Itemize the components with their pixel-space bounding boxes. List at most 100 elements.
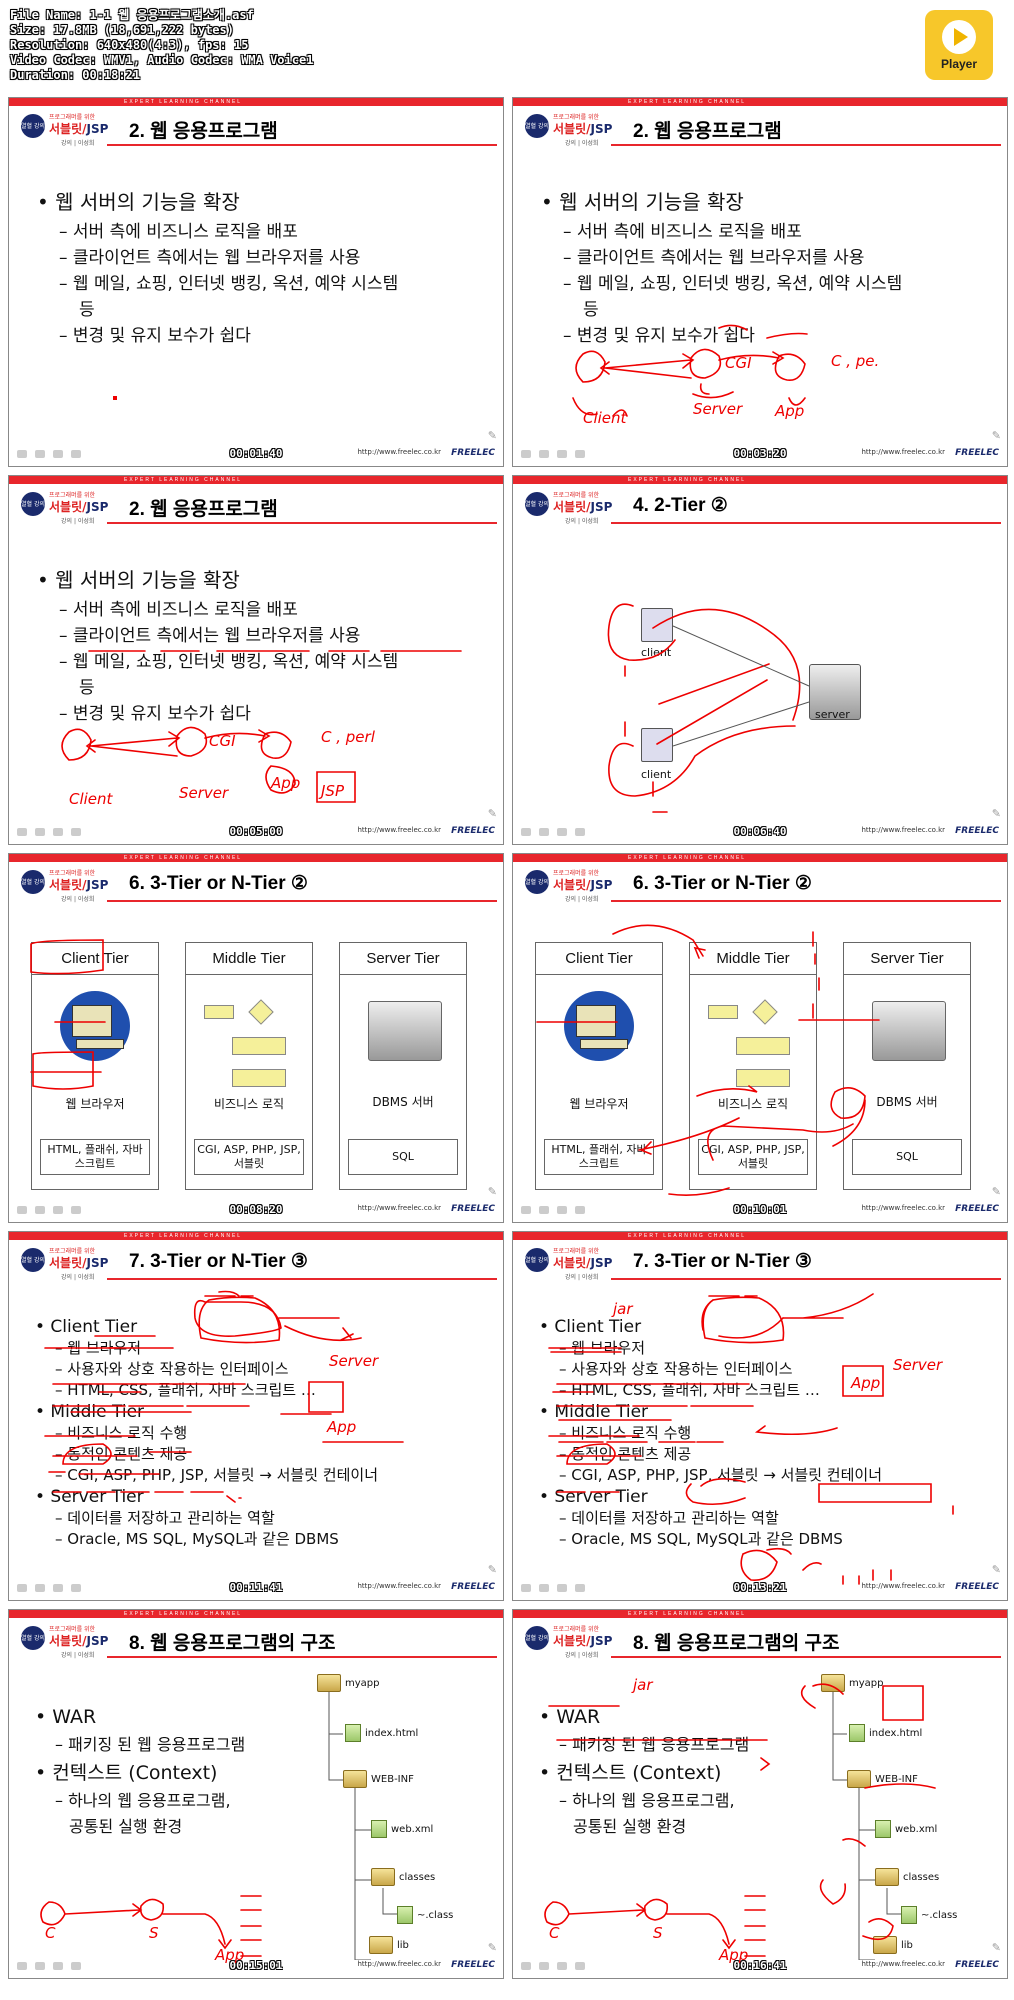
menu-icon[interactable] (557, 1584, 567, 1592)
bullet-item: • 웹 서버의 기능을 확장 (37, 190, 240, 214)
slide-thumbnail[interactable]: EXPERT LEARNING CHANNEL 열혈 강의 프로그래머를 위한 … (8, 97, 504, 467)
slide-thumbnail[interactable]: EXPERT LEARNING CHANNEL 열혈 강의 프로그래머를 위한 … (8, 853, 504, 1223)
prev-icon[interactable] (521, 828, 531, 836)
slide-thumbnail[interactable]: EXPERT LEARNING CHANNEL 열혈 강의 프로그래머를 위한 … (8, 475, 504, 845)
slide-thumbnail[interactable]: EXPERT LEARNING CHANNEL 열혈 강의 프로그래머를 위한 … (8, 1231, 504, 1601)
next-icon[interactable] (71, 450, 81, 458)
logo-brand: 서블릿/JSP (49, 876, 108, 893)
pen-icon[interactable] (35, 450, 45, 458)
pen-icon[interactable] (539, 450, 549, 458)
logo-brand: 서블릿/JSP (49, 120, 108, 137)
next-icon[interactable] (71, 828, 81, 836)
prev-icon[interactable] (17, 1962, 27, 1970)
prev-icon[interactable] (521, 1584, 531, 1592)
slide-thumbnail[interactable]: EXPERT LEARNING CHANNEL 열혈 강의 프로그래머를 위한 … (512, 1231, 1008, 1601)
menu-icon[interactable] (53, 828, 63, 836)
logo-brand: 서블릿/JSP (553, 876, 612, 893)
menu-icon[interactable] (53, 1584, 63, 1592)
timestamp: 00:03:20 (733, 447, 787, 460)
pen-icon[interactable] (35, 828, 45, 836)
next-icon[interactable] (71, 1962, 81, 1970)
logo-brand: 서블릿/JSP (49, 1254, 108, 1271)
logo-brand-text: 서블릿/ (553, 878, 591, 892)
menu-icon[interactable] (557, 450, 567, 458)
next-icon[interactable] (71, 1206, 81, 1214)
annotate-icon[interactable]: ✎ (487, 1185, 497, 1198)
annotate-icon[interactable]: ✎ (487, 429, 497, 442)
slide-thumbnail[interactable]: EXPERT LEARNING CHANNEL 열혈 강의 프로그래머를 위한 … (512, 97, 1008, 467)
server-icon (368, 1001, 442, 1061)
annotate-icon[interactable]: ✎ (487, 1941, 497, 1954)
pen-icon[interactable] (539, 1206, 549, 1214)
slide-thumbnail[interactable]: EXPERT LEARNING CHANNEL 열혈 강의 프로그래머를 위한 … (512, 853, 1008, 1223)
slide-nav[interactable] (17, 1962, 81, 1970)
logo-author: 강의 | 이성희 (61, 896, 95, 903)
menu-icon[interactable] (557, 828, 567, 836)
slide-nav[interactable] (521, 450, 585, 458)
next-icon[interactable] (575, 828, 585, 836)
slide-thumbnail[interactable]: EXPERT LEARNING CHANNEL 열혈 강의 프로그래머를 위한 … (8, 1609, 504, 1979)
bullet-item: • Server Tier (35, 1487, 144, 1507)
pen-icon[interactable] (539, 828, 549, 836)
player-button[interactable]: Player (925, 10, 993, 80)
annotate-icon[interactable]: ✎ (991, 1941, 1001, 1954)
slide-topbar (513, 476, 1007, 484)
logo-tagline: 프로그래머를 위한 (553, 492, 600, 499)
slide-nav[interactable] (521, 828, 585, 836)
slide-nav[interactable] (521, 1962, 585, 1970)
menu-icon[interactable] (557, 1962, 567, 1970)
slide-nav[interactable] (521, 1584, 585, 1592)
slide-thumbnail[interactable]: EXPERT LEARNING CHANNEL 열혈 강의 프로그래머를 위한 … (512, 475, 1008, 845)
slide-nav[interactable] (17, 828, 81, 836)
next-icon[interactable] (575, 1206, 585, 1214)
svg-text:C , pe.: C , pe. (831, 352, 879, 370)
slide-nav[interactable] (17, 1206, 81, 1214)
sub-bullet-item: – 서버 측에 비즈니스 로직을 배포 (59, 222, 298, 242)
pen-icon[interactable] (35, 1962, 45, 1970)
pen-icon[interactable] (35, 1206, 45, 1214)
slide-thumbnail[interactable]: EXPERT LEARNING CHANNEL 열혈 강의 프로그래머를 위한 … (512, 1609, 1008, 1979)
annotate-icon[interactable]: ✎ (487, 807, 497, 820)
svg-text:C , perl: C , perl (321, 728, 376, 746)
annotate-icon[interactable]: ✎ (991, 807, 1001, 820)
prev-icon[interactable] (521, 450, 531, 458)
prev-icon[interactable] (521, 1962, 531, 1970)
pen-icon[interactable] (539, 1962, 549, 1970)
channel-label: EXPERT LEARNING CHANNEL (124, 1611, 243, 1617)
pen-icon[interactable] (539, 1584, 549, 1592)
slide-nav[interactable] (521, 1206, 585, 1214)
logo-brand-text: 서블릿/ (553, 122, 591, 136)
menu-icon[interactable] (53, 1962, 63, 1970)
prev-icon[interactable] (17, 1206, 27, 1214)
svg-text:JSP: JSP (318, 782, 345, 800)
next-icon[interactable] (71, 1584, 81, 1592)
logo-badge: 열혈 강의 (21, 1626, 45, 1650)
svg-text:C: C (45, 1924, 56, 1942)
footer-url: http://www.freelec.co.kr (357, 826, 442, 834)
footer-brand: FREELEC (955, 1204, 999, 1214)
logo-tagline: 프로그래머를 위한 (49, 114, 96, 121)
logo-brand-text: 서블릿/ (49, 500, 87, 514)
next-icon[interactable] (575, 450, 585, 458)
slide-topbar (9, 1232, 503, 1240)
next-icon[interactable] (575, 1962, 585, 1970)
annotate-icon[interactable]: ✎ (487, 1563, 497, 1576)
menu-icon[interactable] (53, 1206, 63, 1214)
timestamp: 00:11:41 (229, 1581, 283, 1594)
title-underline (107, 1656, 497, 1658)
slide-nav[interactable] (17, 1584, 81, 1592)
next-icon[interactable] (575, 1584, 585, 1592)
logo-author: 강의 | 이성희 (565, 518, 599, 525)
slide-nav[interactable] (17, 450, 81, 458)
menu-icon[interactable] (53, 450, 63, 458)
prev-icon[interactable] (17, 828, 27, 836)
annotate-icon[interactable]: ✎ (991, 1563, 1001, 1576)
prev-icon[interactable] (521, 1206, 531, 1214)
logo-badge: 열혈 강의 (21, 1248, 45, 1272)
annotate-icon[interactable]: ✎ (991, 429, 1001, 442)
annotate-icon[interactable]: ✎ (991, 1185, 1001, 1198)
pen-icon[interactable] (35, 1584, 45, 1592)
menu-icon[interactable] (557, 1206, 567, 1214)
prev-icon[interactable] (17, 1584, 27, 1592)
prev-icon[interactable] (17, 450, 27, 458)
